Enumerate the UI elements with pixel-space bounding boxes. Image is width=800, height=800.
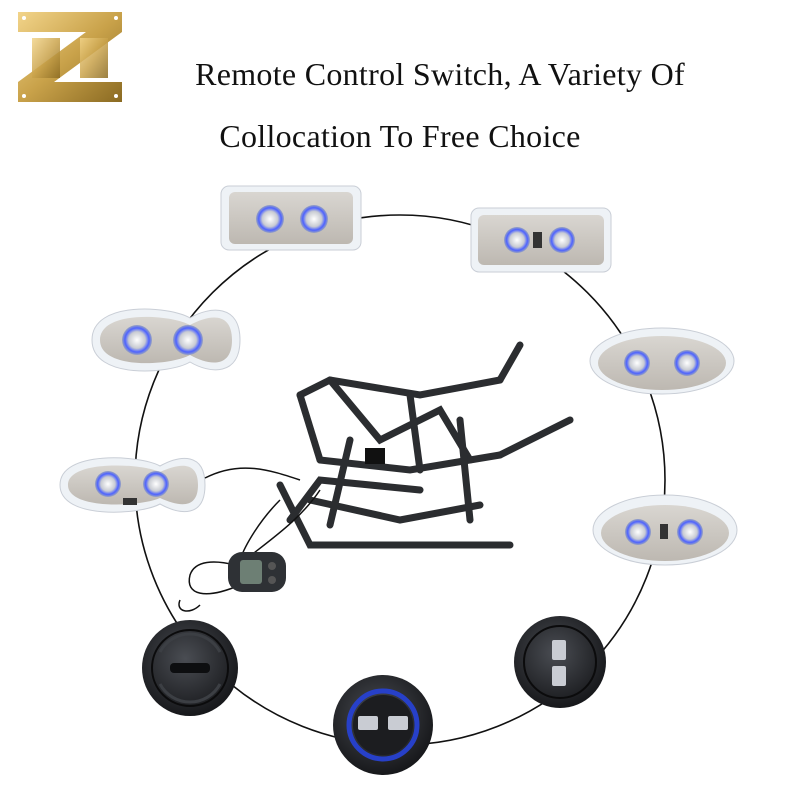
peanut-usb-panel-icon (59, 457, 301, 513)
handheld-remote-icon (178, 489, 321, 612)
brand-logo-icon (18, 12, 122, 102)
recliner-mechanism-icon (276, 341, 574, 549)
round-usb-remote-icon (333, 675, 433, 775)
headline-line-2: Collocation To Free Choice (219, 118, 581, 154)
headline-line-1: Remote Control Switch, A Variety Of (195, 56, 685, 92)
oval-remote-panel-icon (589, 327, 735, 395)
peanut-remote-panel-icon (91, 308, 241, 372)
rectangle-remote-panel-icon (220, 185, 362, 251)
oval-usb-panel-icon (592, 494, 738, 566)
round-remote-icon (142, 620, 238, 716)
round-usb-slot-remote-icon (514, 616, 606, 708)
rectangle-usb-panel-icon (470, 207, 612, 273)
